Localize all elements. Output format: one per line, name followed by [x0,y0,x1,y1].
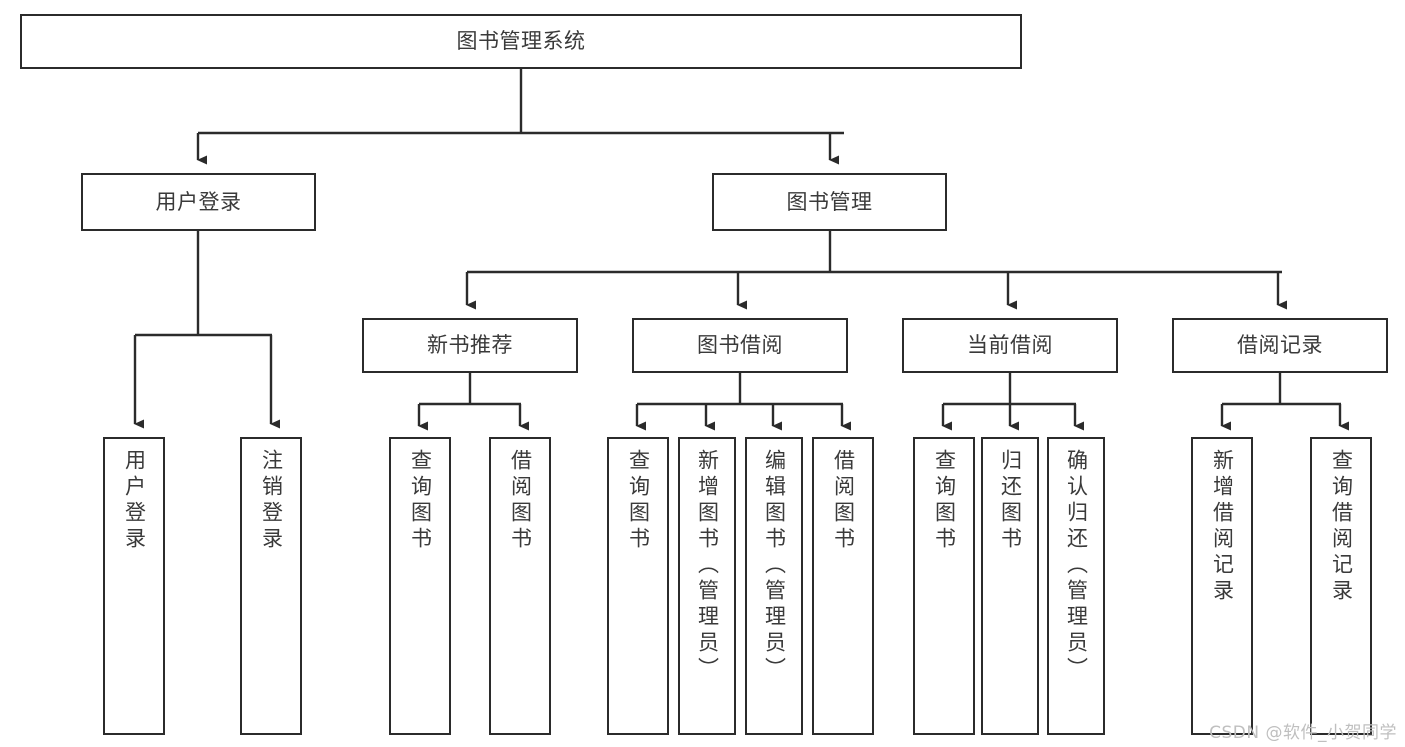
node-leaf-query-book-3[interactable]: 查询图书 [913,437,975,735]
node-leaf-logout-login-label: 注销登录 [259,449,284,553]
node-leaf-add-borrow-record-label: 新增借阅记录 [1210,449,1235,605]
node-current-borrow-label: 当前借阅 [967,333,1053,358]
node-leaf-add-book-label: 新增图书（管理员） [695,449,720,683]
node-leaf-query-book-1[interactable]: 查询图书 [389,437,451,735]
node-borrow-record[interactable]: 借阅记录 [1172,318,1388,373]
node-book-management[interactable]: 图书管理 [712,173,947,231]
node-leaf-query-borrow-record[interactable]: 查询借阅记录 [1310,437,1372,735]
node-new-book-recommend-label: 新书推荐 [427,333,513,358]
node-leaf-query-book-1-label: 查询图书 [408,449,433,553]
node-root[interactable]: 图书管理系统 [20,14,1022,69]
node-leaf-user-login-label: 用户登录 [122,449,147,553]
node-book-management-label: 图书管理 [786,189,873,214]
node-leaf-query-book-3-label: 查询图书 [932,449,957,553]
node-leaf-add-book[interactable]: 新增图书（管理员） [678,437,736,735]
node-book-borrow-label: 图书借阅 [697,333,783,358]
node-new-book-recommend[interactable]: 新书推荐 [362,318,578,373]
node-leaf-confirm-return-label: 确认归还（管理员） [1064,449,1089,683]
node-leaf-logout-login[interactable]: 注销登录 [240,437,302,735]
node-leaf-add-borrow-record[interactable]: 新增借阅记录 [1191,437,1253,735]
node-leaf-borrow-book-1-label: 借阅图书 [508,449,533,553]
node-leaf-query-book-2[interactable]: 查询图书 [607,437,669,735]
node-user-login-label: 用户登录 [155,189,242,214]
node-leaf-borrow-book-1[interactable]: 借阅图书 [489,437,551,735]
node-leaf-confirm-return[interactable]: 确认归还（管理员） [1047,437,1105,735]
node-book-borrow[interactable]: 图书借阅 [632,318,848,373]
node-root-label: 图书管理系统 [456,29,586,54]
node-leaf-query-book-2-label: 查询图书 [626,449,651,553]
node-user-login[interactable]: 用户登录 [81,173,316,231]
node-leaf-borrow-book-2[interactable]: 借阅图书 [812,437,874,735]
node-leaf-edit-book-label: 编辑图书（管理员） [762,449,787,683]
node-leaf-query-borrow-record-label: 查询借阅记录 [1329,449,1354,605]
node-current-borrow[interactable]: 当前借阅 [902,318,1118,373]
node-leaf-return-book[interactable]: 归还图书 [981,437,1039,735]
node-leaf-return-book-label: 归还图书 [998,449,1023,553]
node-borrow-record-label: 借阅记录 [1237,333,1323,358]
node-leaf-borrow-book-2-label: 借阅图书 [831,449,856,553]
node-leaf-user-login[interactable]: 用户登录 [103,437,165,735]
node-leaf-edit-book[interactable]: 编辑图书（管理员） [745,437,803,735]
